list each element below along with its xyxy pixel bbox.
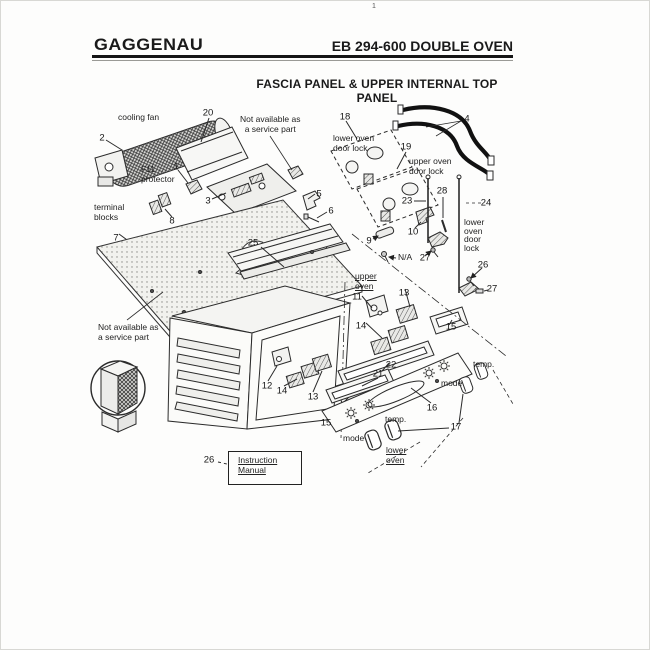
part-number-7: 7 [113,232,119,244]
label-upper-oven-door-lock: upper oven door lock [409,156,452,176]
control-knobs [362,361,514,474]
label-f11-protector: F11 protector [141,164,175,184]
oven-tower-detail [90,360,146,433]
part-number-10: 10 [407,226,419,238]
part-number-6: 6 [328,205,334,217]
fascia-panel-part [321,233,507,433]
label-upper-oven: upper oven [355,271,377,291]
part-number-25: 25 [247,237,259,249]
part-number-27: 27 [419,252,431,264]
control-board-part [206,163,297,215]
part-number-23: 23 [401,195,413,207]
part-number-26b: 26 [203,454,215,466]
part-number-15: 15 [445,321,457,333]
part-number-21: 21 [372,368,384,380]
part-number-28: 28 [436,185,448,197]
label-lower-oven-door-lock: lower oven door lock [333,133,375,153]
relay-panel-part [175,117,249,181]
model-title: EB 294-600 DOUBLE OVEN [331,38,513,54]
label-lower-oven: lower oven [386,445,407,465]
part-number-1: 1 [173,161,179,173]
page-mark: 1 [372,3,376,10]
clip-part [269,135,304,180]
manual-leader [217,461,228,465]
part-number-8: 8 [169,215,175,227]
window-panel-parts [325,340,435,404]
part-number-22: 22 [385,359,397,371]
pin-and-bracket-parts [372,206,435,263]
header-rule-thick [92,55,513,58]
label-terminal-blocks: terminal blocks [94,202,125,222]
label-mode-upper: mode [441,378,463,388]
part-number-13: 13 [398,287,410,299]
part-number-9: 9 [366,235,372,247]
part-number-4: 4 [464,113,470,125]
page-title: FASCIA PANEL & UPPER INTERNAL TOP PANEL [256,77,498,105]
part-number-3: 3 [205,195,211,207]
lower-oven-door-lock-assembly [330,120,413,190]
label-temp-lower: temp. [385,414,407,424]
upper-fascia-parts [361,288,469,356]
instruction-manual-box: Instruction Manual [228,451,302,485]
part-number-14b: 14 [276,385,288,397]
f11-protector-part [177,169,203,195]
label-na: N/A [398,252,413,262]
brand-logo: GAGGENAU [94,35,204,54]
bracket-and-screw-parts [302,190,328,223]
part-number-20: 20 [202,107,214,119]
part-number-27b: 27 [486,283,498,295]
part-number-13b: 13 [307,391,319,403]
part-number-18: 18 [339,111,351,123]
label-cooling-fan: cooling fan [118,112,160,122]
part-number-5: 5 [316,188,322,200]
part-number-11: 11 [352,291,362,303]
part-number-15b: 15 [320,417,332,429]
label-not-available-mid: Not available as a service part [98,322,159,342]
part-number-12: 12 [261,380,273,392]
label-temp-upper: temp. [473,359,495,369]
door-seal-hoses-part [392,104,495,181]
header-rule-thin [92,60,513,61]
label-not-available-top: Not available as a service part [240,114,301,134]
upper-oven-door-lock-assembly [356,151,439,228]
part-number-14: 14 [355,320,367,332]
part-number-26: 26 [477,259,489,271]
label-mode-lower: mode [343,433,365,443]
label-lower-oven-door-lock-vertical: lower oven door lock [464,217,485,253]
part-number-17: 17 [450,421,462,433]
label-instruction-manual: Instruction Manual [238,455,278,475]
door-lock-rods [414,174,489,297]
oven-cabinet [167,281,352,439]
part-number-19: 19 [400,141,412,153]
part-number-16: 16 [426,402,438,414]
part-number-24: 24 [480,197,492,209]
part-number-2: 2 [99,132,105,144]
